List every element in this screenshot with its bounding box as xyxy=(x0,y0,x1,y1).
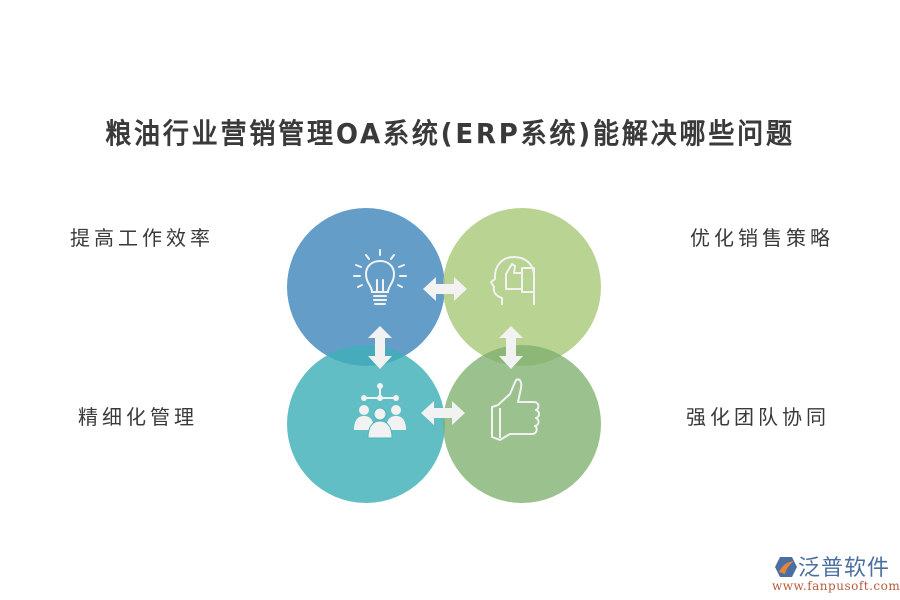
lightbulb-icon xyxy=(353,249,407,305)
label-refined-management: 精细化管理 xyxy=(78,405,198,429)
head-thumbs-up-icon xyxy=(490,256,535,305)
thumbs-up-icon xyxy=(491,378,540,441)
circle-efficiency xyxy=(287,208,445,366)
brand-logo: 泛普软件 www.fanpusoft.com xyxy=(770,550,900,595)
label-strengthen-team-collaboration: 强化团队协同 xyxy=(686,405,830,429)
brand-mark-icon xyxy=(775,557,797,577)
brand-url: www.fanpusoft.com xyxy=(772,579,900,593)
page-title: 粮油行业营销管理OA系统(ERP系统)能解决哪些问题 xyxy=(105,117,795,150)
circle-team-collaboration xyxy=(443,345,601,503)
label-optimize-sales-strategy: 优化销售策略 xyxy=(690,226,834,250)
horizontal-arrow-top xyxy=(423,277,467,301)
vertical-arrow-right xyxy=(499,326,523,369)
circles xyxy=(287,208,601,503)
horizontal-arrow-bottom xyxy=(421,401,465,425)
brand-name: 泛普软件 xyxy=(798,556,891,581)
team-hierarchy-icon xyxy=(354,383,406,439)
label-improve-efficiency: 提高工作效率 xyxy=(70,226,214,250)
vertical-arrow-left xyxy=(368,326,392,369)
